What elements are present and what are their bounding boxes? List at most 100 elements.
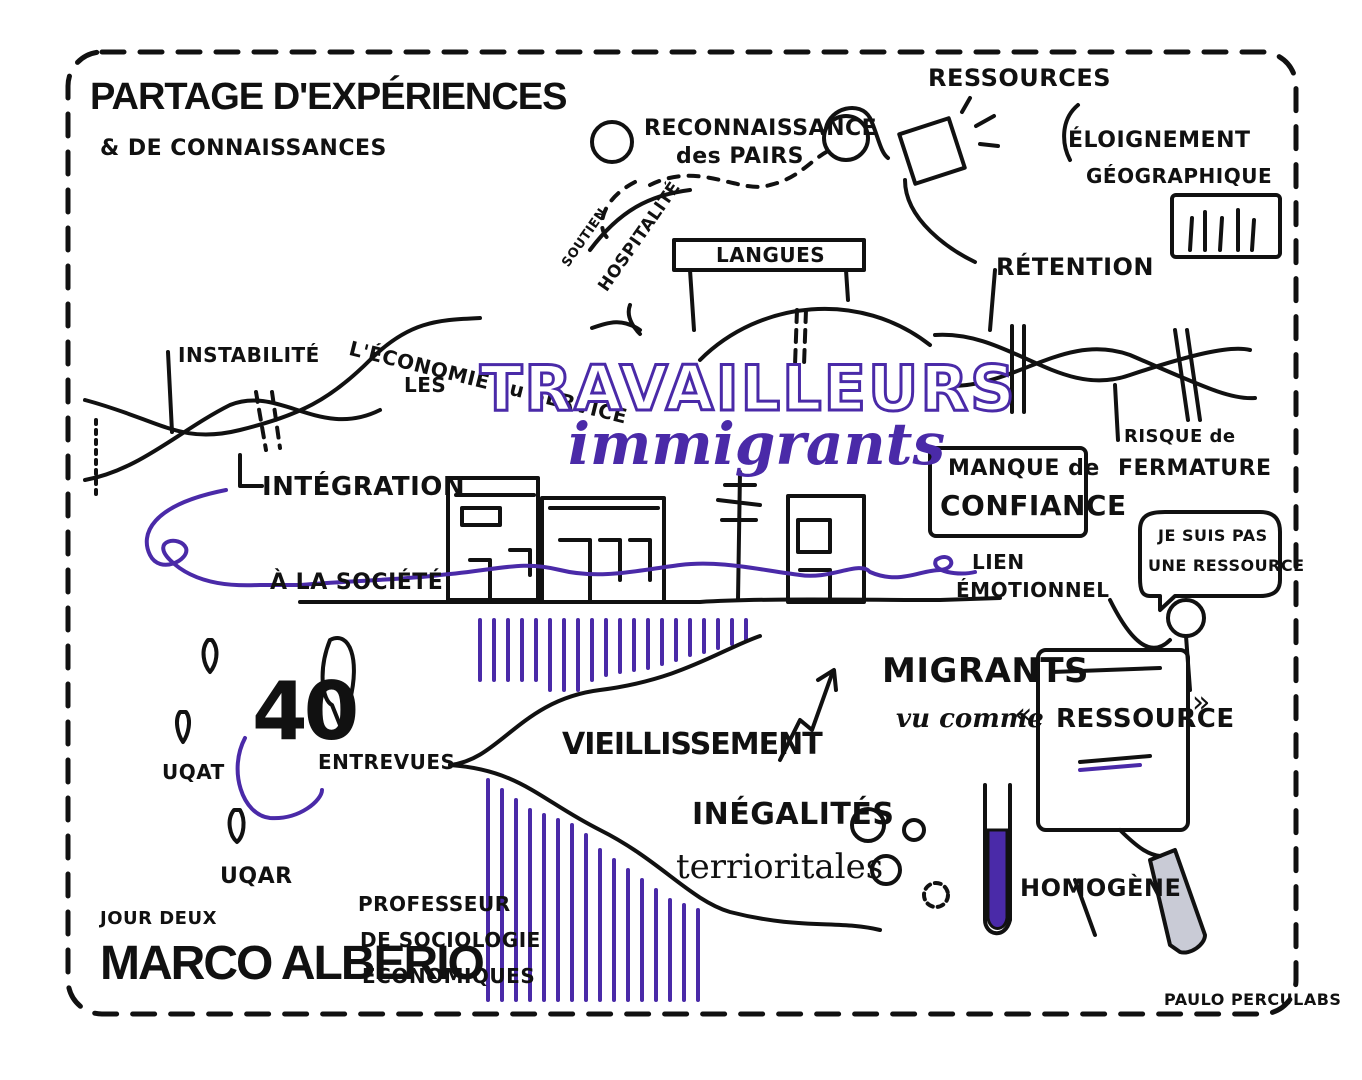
label-risque: RISQUE de [1124, 426, 1236, 447]
main-subtitle: immigrants [568, 410, 946, 478]
pairs-path [600, 148, 832, 242]
quote-close: » [1192, 685, 1211, 720]
risque-pointer [1113, 383, 1120, 442]
label-reconnaissance: RECONNAISSANCE [644, 116, 878, 141]
label-instabilite: INSTABILITÉ [178, 343, 320, 367]
pin-1 [201, 638, 219, 674]
building-3-details [796, 518, 832, 602]
face-woman [822, 114, 870, 162]
label-homogene: HOMOGÈNE [1020, 874, 1182, 902]
label-les: LES [404, 373, 447, 397]
label-manque: MANQUE de [948, 456, 1100, 481]
pin-2 [174, 710, 192, 744]
label-geographique: GÉOGRAPHIQUE [1086, 164, 1273, 188]
speaker-day: JOUR DEUX [100, 908, 217, 929]
label-terrioritales: terrioritales [676, 847, 884, 887]
label-entrevues: ENTREVUES [318, 750, 456, 774]
tag-string [1118, 828, 1162, 858]
homogene-strike [1073, 878, 1097, 937]
label-vieillissement: VIEILLISSEMENT [562, 727, 823, 762]
label-ressources: RESSOURCES [928, 64, 1112, 92]
entrevues-arc [235, 736, 324, 821]
ressource-underline [1078, 763, 1142, 772]
header-title: PARTAGE D'EXPÉRIENCES [90, 76, 567, 118]
purple-flow [144, 488, 977, 588]
building-2-details [548, 506, 660, 602]
branch-lower [448, 763, 882, 932]
building-1-details [454, 493, 536, 602]
dot-3 [870, 854, 902, 886]
dashed-frame [65, 49, 1299, 1017]
label-integration: INTÉGRATION [262, 472, 466, 502]
building-1 [446, 476, 540, 602]
speaker-role-1: PROFESSEUR [358, 892, 511, 916]
eloignement-curve [1062, 103, 1080, 162]
dot-1 [850, 807, 886, 843]
face-man [590, 120, 634, 164]
growth-arrow-head [816, 668, 838, 692]
label-uqar: UQAR [220, 864, 293, 889]
confiance-box [928, 446, 1088, 538]
test-tube [983, 783, 1012, 936]
book-icon [897, 116, 967, 186]
tube-liquid [986, 828, 1009, 930]
instabilite-pointer [166, 350, 174, 434]
wave-mid-posts [793, 308, 808, 367]
board-lines [1050, 666, 1162, 764]
wave-left-b [83, 398, 382, 482]
label-ressource: RESSOURCE [1056, 704, 1235, 734]
book-rays [960, 96, 1000, 148]
label-retention: RÉTENTION [996, 253, 1155, 281]
ground-line [298, 596, 1002, 604]
wave-left-a [83, 316, 482, 437]
pin-3 [227, 808, 246, 844]
header-subtitle: & DE CONNAISSANCES [100, 136, 387, 161]
person-head [1166, 598, 1206, 638]
integration-pointer [238, 453, 264, 488]
bubble-line-2: UNE RESSOURCE [1148, 556, 1305, 575]
building-3 [786, 494, 866, 604]
retention-posts [1010, 324, 1202, 422]
hatch-field [478, 618, 748, 1002]
ressources-curve [903, 178, 977, 264]
label-vu-comme: vu comme [896, 704, 1044, 734]
building-2 [540, 496, 666, 604]
people-frame [1170, 193, 1282, 259]
dot-2 [902, 818, 926, 842]
economie-arrow-head [626, 303, 642, 336]
soutien-curve [588, 188, 692, 252]
main-title: TRAVAILLEURS [479, 352, 1017, 425]
branch-upper [448, 634, 762, 767]
langues-posts [688, 268, 850, 332]
label-uqat: UQAT [162, 760, 225, 784]
langues-sign [672, 238, 866, 272]
label-langues: LANGUES [716, 243, 826, 267]
price-tag [1148, 848, 1207, 955]
label-inegalites: INÉGALITÉS [692, 797, 895, 832]
quote-open: « [1014, 697, 1033, 732]
label-fermature: FERMATURE [1118, 456, 1272, 481]
bubble-line-1: JE SUIS PAS [1158, 526, 1268, 545]
speech-tail [320, 636, 356, 727]
label-lien: LIEN [972, 550, 1025, 574]
speaker-name: MARCO ALBERIO [100, 937, 485, 990]
wave-right-a [933, 332, 1252, 383]
label-migrants: MIGRANTS [882, 651, 1090, 691]
dot-4 [922, 881, 950, 909]
label-eloignement: ÉLOIGNEMENT [1068, 128, 1251, 153]
label-des-pairs: des PAIRS [676, 144, 805, 169]
person-body [1108, 598, 1192, 692]
label-emotionnel: ÉMOTIONNEL [956, 578, 1110, 602]
number-40: 40 [252, 665, 359, 758]
speaker-role-3: ÉCONOMIQUES [362, 964, 536, 988]
retention-pointer [988, 268, 997, 332]
wave-mid [698, 306, 932, 362]
people-figures [1188, 208, 1256, 252]
label-societe: À LA SOCIÉTÉ [270, 570, 444, 595]
speech-bubble [1138, 510, 1282, 612]
growth-arrow [778, 672, 834, 762]
woman-hair [824, 106, 890, 160]
ressource-board [1036, 648, 1190, 832]
